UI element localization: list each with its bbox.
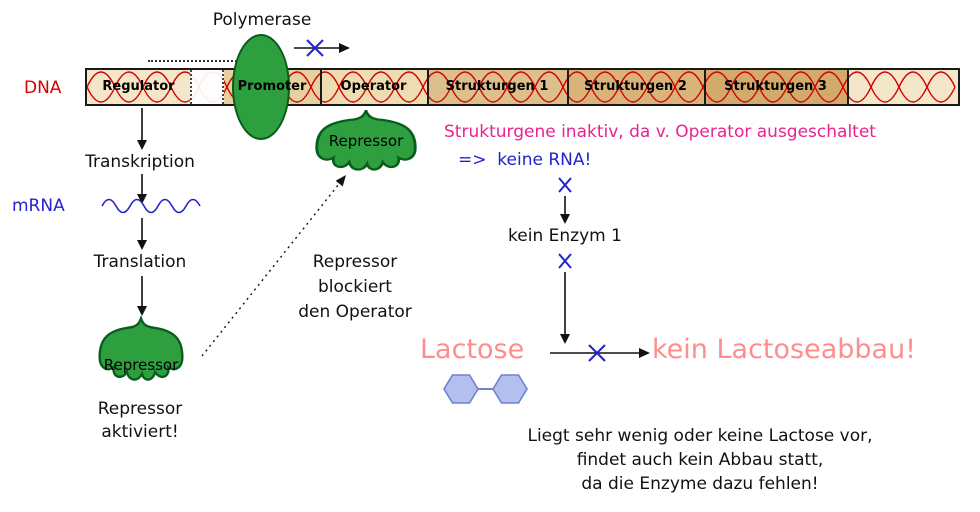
dna-label: DNA bbox=[24, 78, 62, 98]
repressor-label: Repressor bbox=[328, 132, 404, 150]
note-line: den Operator bbox=[298, 302, 412, 322]
blocked-lactose-arrow-icon bbox=[550, 344, 650, 362]
strukturgene-inaktiv-note: Strukturgene inaktiv, da v. Operator aus… bbox=[444, 122, 876, 142]
polymerase-shape bbox=[232, 34, 290, 140]
segment-label-strukturgen1: Strukturgen 1 bbox=[445, 79, 549, 94]
strukturgen3-segment bbox=[704, 70, 847, 104]
segment-divider bbox=[320, 70, 322, 104]
blocked-polymerase-arrow-icon bbox=[294, 39, 350, 57]
segment-label-strukturgen3: Strukturgen 3 bbox=[724, 79, 827, 94]
segment-divider bbox=[847, 70, 849, 104]
note-line: blockiert bbox=[318, 277, 392, 297]
lactose-label: Lactose bbox=[420, 334, 525, 365]
polymerase-label: Polymerase bbox=[212, 10, 312, 30]
segment-label-strukturgen2: Strukturgen 2 bbox=[584, 79, 687, 94]
segment-divider bbox=[427, 70, 429, 104]
dna-break-gap bbox=[190, 70, 224, 104]
lactose-molecule-icon bbox=[443, 374, 528, 404]
repressor-blob-icon bbox=[98, 314, 184, 381]
repressor-blob-icon bbox=[315, 107, 417, 171]
segment-label-regulator: Regulator bbox=[102, 79, 175, 94]
repressor-shape-on-operator: Repressor bbox=[310, 107, 422, 182]
explanation-line: findet auch kein Abbau statt, bbox=[576, 450, 824, 470]
caption-line: aktiviert! bbox=[101, 422, 179, 442]
note-line: Repressor bbox=[312, 252, 398, 272]
blue-x-mark-icon bbox=[558, 253, 572, 269]
caption-line: Repressor bbox=[97, 399, 183, 419]
repressor-label: Repressor bbox=[103, 356, 179, 374]
kein-lactoseabbau-label: kein Lactoseabbau! bbox=[652, 334, 917, 365]
repressor-blocks-operator-note: Repressor blockiert den Operator bbox=[275, 250, 435, 325]
segment-divider bbox=[704, 70, 706, 104]
kein-enzym-label: kein Enzym 1 bbox=[508, 226, 622, 246]
transkription-label: Transkription bbox=[85, 152, 195, 172]
repressor-to-operator-dotted-arrow bbox=[201, 175, 346, 357]
dna-helix-waves bbox=[87, 71, 956, 103]
repressor-aktiviert-caption: Repressor aktiviert! bbox=[60, 398, 220, 444]
repressor-shape-activated: Repressor bbox=[94, 314, 188, 394]
arrow-regulator-to-transkription bbox=[137, 108, 147, 150]
segment-label-promoter: Promoter bbox=[237, 79, 307, 94]
bottom-explanation: Liegt sehr wenig oder keine Lactose vor,… bbox=[455, 424, 945, 496]
blue-x-mark-icon bbox=[558, 177, 572, 193]
mrna-label: mRNA bbox=[12, 196, 65, 216]
arrow-mrna-to-translation bbox=[137, 218, 147, 250]
arrow-to-kein-enzym bbox=[560, 196, 570, 224]
arrow-kein-enzym-down bbox=[560, 272, 570, 344]
dna-break-dotted-line bbox=[148, 60, 240, 62]
segment-divider bbox=[567, 70, 569, 104]
keine-rna-note: => keine RNA! bbox=[458, 150, 592, 170]
dna-bar: Regulator Promoter Operator Strukturgen … bbox=[85, 68, 960, 106]
segment-label-operator: Operator bbox=[340, 79, 407, 94]
translation-label: Translation bbox=[93, 252, 187, 272]
arrow-transkription-to-mrna bbox=[137, 174, 147, 204]
explanation-line: da die Enzyme dazu fehlen! bbox=[581, 474, 819, 494]
mrna-wave-icon bbox=[101, 198, 201, 214]
explanation-line: Liegt sehr wenig oder keine Lactose vor, bbox=[527, 426, 873, 446]
arrow-translation-to-repressor bbox=[137, 276, 147, 316]
